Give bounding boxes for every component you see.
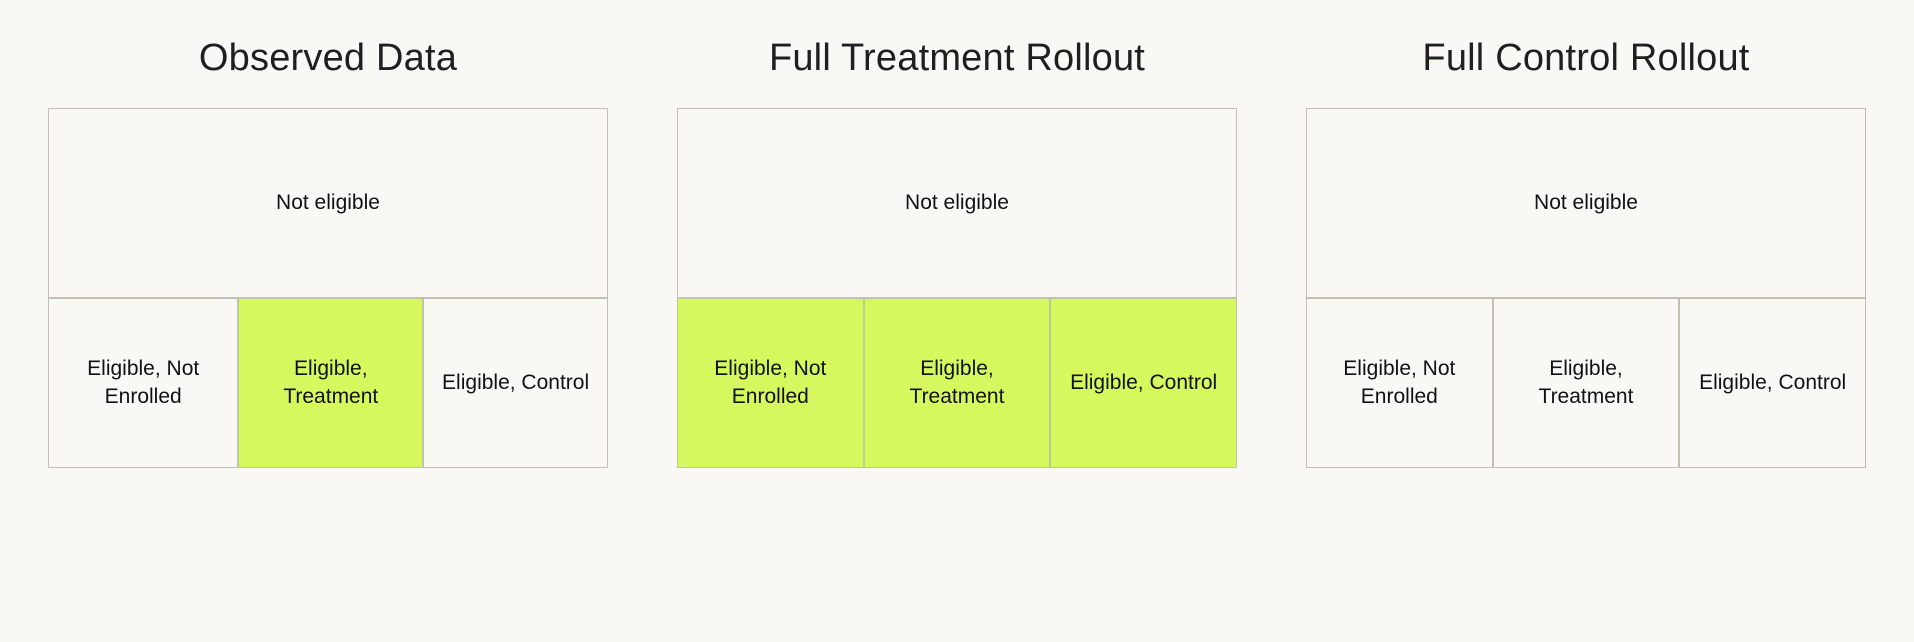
panel-grid-full-treatment-rollout: Not eligible Eligible, Not Enrolled Elig… (677, 107, 1237, 468)
cell-not-eligible: Not eligible (677, 107, 1237, 298)
cell-label-eligible-not-enrolled: Eligible, Not Enrolled (714, 357, 827, 408)
cell-eligible-control: Eligible, Control (423, 297, 608, 468)
cell-eligible-not-enrolled: Eligible, Not Enrolled (1306, 297, 1493, 468)
cell-not-eligible: Not eligible (1306, 107, 1866, 298)
row-eligible: Eligible, Not Enrolled Eligible, Treatme… (677, 297, 1237, 468)
panel-full-treatment-rollout: Full Treatment Rollout Not eligible Elig… (677, 0, 1237, 468)
cell-label-eligible-treatment: Eligible, Treatment (909, 357, 1005, 408)
cell-label-eligible-treatment: Eligible, Treatment (1538, 357, 1634, 408)
cell-label-eligible-treatment: Eligible, Treatment (283, 357, 379, 408)
cell-label-not-eligible: Not eligible (1534, 190, 1638, 214)
row-eligible: Eligible, Not Enrolled Eligible, Treatme… (1306, 297, 1866, 468)
cell-label-not-eligible: Not eligible (905, 190, 1009, 214)
cell-label-eligible-not-enrolled: Eligible, Not Enrolled (87, 357, 200, 408)
cell-eligible-treatment: Eligible, Treatment (863, 297, 1051, 468)
panel-grid-full-control-rollout: Not eligible Eligible, Not Enrolled Elig… (1306, 107, 1866, 468)
cell-label-eligible-control: Eligible, Control (1699, 370, 1847, 394)
row-not-eligible: Not eligible (1306, 107, 1866, 298)
row-eligible: Eligible, Not Enrolled Eligible, Treatme… (48, 297, 608, 468)
panel-grid-observed-data: Not eligible Eligible, Not Enrolled Elig… (48, 107, 608, 468)
cell-eligible-control: Eligible, Control (1679, 297, 1866, 468)
cell-eligible-treatment: Eligible, Treatment (1492, 297, 1680, 468)
panel-full-control-rollout: Full Control Rollout Not eligible Eligib… (1306, 0, 1866, 468)
row-not-eligible: Not eligible (677, 107, 1237, 298)
cell-eligible-not-enrolled: Eligible, Not Enrolled (48, 297, 239, 468)
cell-label-eligible-control: Eligible, Control (442, 370, 590, 394)
panel-observed-data: Observed Data Not eligible Eligible, Not… (48, 0, 608, 468)
cell-eligible-treatment: Eligible, Treatment (238, 297, 424, 468)
cell-label-eligible-control: Eligible, Control (1070, 370, 1218, 394)
panel-title-full-control-rollout: Full Control Rollout (1422, 37, 1750, 79)
cell-eligible-control: Eligible, Control (1050, 297, 1237, 468)
panel-title-observed-data: Observed Data (198, 37, 458, 79)
cell-not-eligible: Not eligible (48, 107, 608, 298)
cell-label-not-eligible: Not eligible (276, 190, 380, 214)
panel-title-full-treatment-rollout: Full Treatment Rollout (768, 37, 1146, 79)
cell-label-eligible-not-enrolled: Eligible, Not Enrolled (1343, 357, 1456, 408)
cell-eligible-not-enrolled: Eligible, Not Enrolled (677, 297, 864, 468)
row-not-eligible: Not eligible (48, 107, 608, 298)
